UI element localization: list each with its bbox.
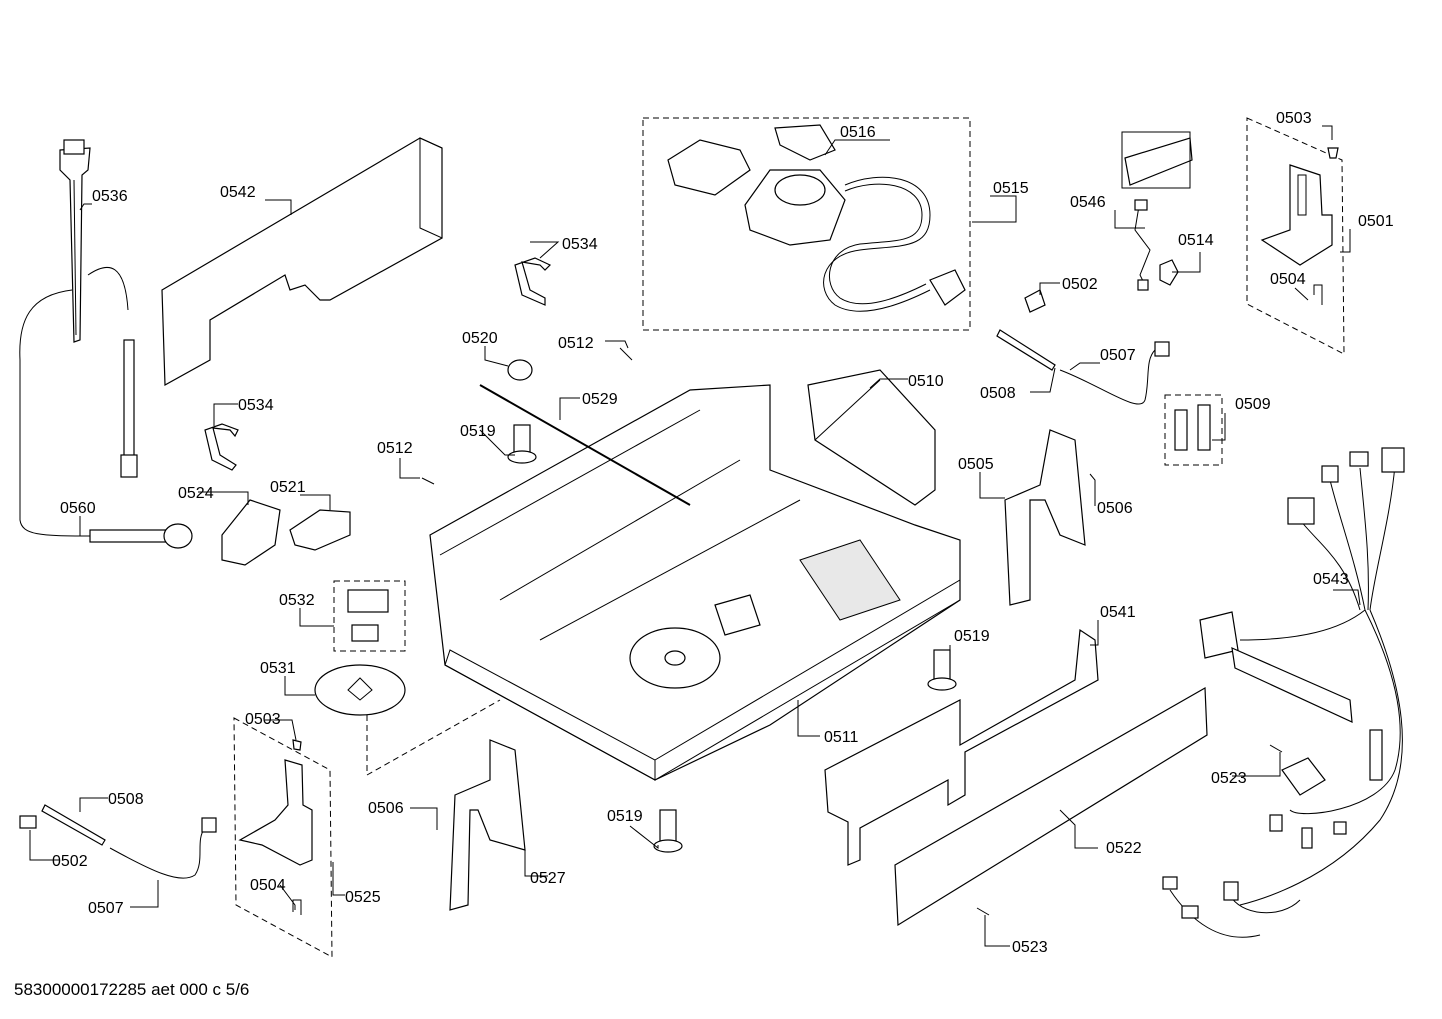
callout-0505: 0505 [958, 456, 994, 473]
callout-0503: 0503 [1276, 110, 1312, 127]
callout-0534: 0534 [562, 236, 598, 253]
callout-0532: 0532 [279, 592, 315, 609]
valve-holder-part [221, 499, 281, 566]
callout-0542: 0542 [220, 184, 256, 201]
foot-part-b [927, 649, 957, 691]
sensor-part [1159, 259, 1179, 286]
hinge-left-group-box [233, 717, 333, 958]
callout-0507: 0507 [88, 900, 124, 917]
spray-arm-feed-tube-part [59, 139, 91, 343]
wiring-harness-part [1162, 447, 1405, 938]
foot-part-c [653, 809, 683, 853]
callout-0501: 0501 [1358, 213, 1394, 230]
tube-part [123, 339, 135, 461]
hose-part [89, 529, 171, 543]
pump-group-box [642, 117, 971, 331]
hinge-right-part [1260, 164, 1333, 266]
callout-0504: 0504 [1270, 271, 1306, 288]
callout-0512: 0512 [558, 335, 594, 352]
callout-0506: 0506 [368, 800, 404, 817]
callout-0531: 0531 [260, 660, 296, 677]
callout-0525: 0525 [345, 889, 381, 906]
hinge-lever-right-part [1004, 429, 1086, 606]
callout-0519: 0519 [954, 628, 990, 645]
callout-0503: 0503 [245, 711, 281, 728]
side-insulation-panel-part [161, 137, 443, 387]
callout-0512: 0512 [377, 440, 413, 457]
callout-0521: 0521 [270, 479, 306, 496]
callout-0511: 0511 [824, 729, 859, 746]
callout-0541: 0541 [1100, 604, 1136, 621]
cable-harness-part [1124, 137, 1193, 186]
spring-part-bottom [41, 804, 106, 846]
callout-0523: 0523 [1211, 770, 1247, 787]
callout-0515: 0515 [993, 180, 1029, 197]
callout-0516: 0516 [840, 124, 876, 141]
document-id: 58300000172285 aet 000 c 5/6 [14, 980, 250, 999]
control-module-part [807, 369, 936, 506]
callout-0509: 0509 [1235, 396, 1271, 413]
callout-0508: 0508 [108, 791, 144, 808]
callout-0510: 0510 [908, 373, 944, 390]
callout-0546: 0546 [1070, 194, 1106, 211]
rod-part [479, 384, 691, 506]
roller-group-box [1164, 394, 1223, 466]
callout-0524: 0524 [178, 485, 214, 502]
callout-0508: 0508 [980, 385, 1016, 402]
hinge-left-part [238, 759, 313, 866]
disc-part [314, 664, 406, 716]
base-insulation-part [824, 628, 1099, 866]
callout-0536: 0536 [92, 188, 128, 205]
callout-0522: 0522 [1106, 840, 1142, 857]
foot-part-a [507, 424, 537, 464]
callout-0529: 0529 [582, 391, 618, 408]
callout-0514: 0514 [1178, 232, 1214, 249]
callout-0506: 0506 [1097, 500, 1133, 517]
callout-0560: 0560 [60, 500, 96, 517]
base-tub-part [429, 384, 961, 781]
callout-0504: 0504 [250, 877, 286, 894]
spring-part-top [996, 329, 1056, 371]
callout-0502: 0502 [1062, 276, 1098, 293]
callout-0543: 0543 [1313, 571, 1349, 588]
callout-0519: 0519 [607, 808, 643, 825]
hinge-lever-left-part [449, 739, 526, 911]
callout-0527: 0527 [530, 870, 566, 887]
callout-0520: 0520 [462, 330, 498, 347]
callout-0502: 0502 [52, 853, 88, 870]
callout-0519: 0519 [460, 423, 496, 440]
callout-0507: 0507 [1100, 347, 1136, 364]
valve-part [289, 509, 351, 551]
kick-plate-part [894, 686, 1208, 927]
callout-0523: 0523 [1012, 939, 1048, 956]
connector-group-box [333, 580, 406, 652]
callout-0534: 0534 [238, 397, 274, 414]
cover-plate-part [667, 139, 751, 196]
